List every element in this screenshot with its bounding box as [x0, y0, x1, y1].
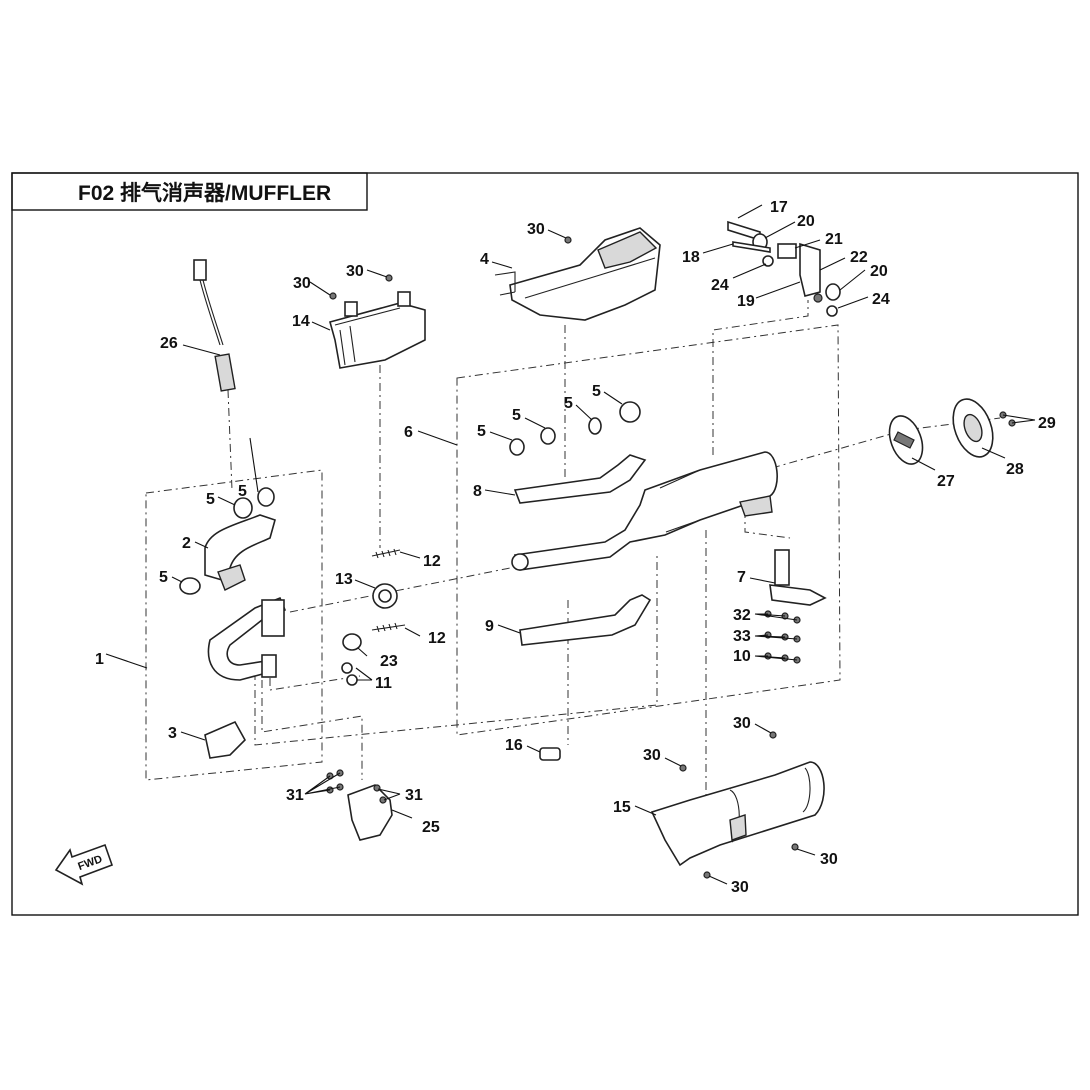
label-part-26: 26 — [160, 335, 178, 352]
label-part-21: 21 — [825, 231, 843, 248]
label-part-5e: 5 — [512, 407, 521, 424]
label-part-30e: 30 — [643, 747, 661, 764]
centerline-mount — [712, 300, 809, 455]
label-part-28: 28 — [1006, 461, 1024, 478]
label-part-5c: 5 — [159, 569, 168, 586]
label-part-6: 6 — [404, 424, 413, 441]
label-part-5f: 5 — [564, 395, 573, 412]
label-part-12b: 12 — [428, 630, 446, 647]
label-part-19: 19 — [737, 293, 755, 310]
group-boundary-headpipe — [145, 469, 323, 781]
centerline-bracket-25 — [261, 662, 363, 780]
label-part-5g: 5 — [592, 383, 601, 400]
part-23-gasket — [342, 633, 362, 651]
label-part-24a: 24 — [711, 277, 729, 294]
label-part-31a: 31 — [286, 787, 304, 804]
label-part-23: 23 — [380, 653, 398, 670]
part-8-pipe-upper — [513, 454, 647, 504]
part-5-clamps-group-b — [509, 401, 641, 456]
part-29-screws — [999, 411, 1016, 427]
part-12-springs — [371, 548, 406, 633]
centerline-sensor — [227, 389, 233, 491]
label-part-7: 7 — [737, 569, 746, 586]
label-part-17: 17 — [770, 199, 788, 216]
label-part-30d: 30 — [733, 715, 751, 732]
label-part-30a: 30 — [293, 275, 311, 292]
label-part-2: 2 — [182, 535, 191, 552]
part-14-heat-shield — [329, 291, 426, 369]
centerline-tailpipe — [744, 510, 791, 539]
part-7-tailpipe — [769, 549, 827, 606]
label-part-1: 1 — [95, 651, 104, 668]
label-part-24b: 24 — [872, 291, 890, 308]
leader-lines — [105, 204, 1036, 885]
label-part-10: 10 — [733, 648, 751, 665]
part-11-nuts — [341, 662, 358, 686]
centerline-nuts-11 — [269, 660, 361, 691]
label-part-20a: 20 — [797, 213, 815, 230]
label-part-12a: 12 — [423, 553, 441, 570]
part-1-head-pipe — [207, 596, 287, 681]
label-part-3: 3 — [168, 725, 177, 742]
label-part-25: 25 — [422, 819, 440, 836]
diagram-border — [11, 172, 1079, 916]
label-part-5a: 5 — [206, 491, 215, 508]
part-4-heat-shield — [494, 227, 661, 321]
part-labels: 1 2 3 4 5 5 5 5 5 5 5 6 7 8 9 10 11 12 1… — [95, 199, 1056, 896]
diagram-title: F02 排气消声器/MUFFLER — [78, 181, 331, 205]
centerline-gasket-13 — [289, 566, 516, 613]
part-27-end-cap — [888, 415, 924, 465]
centerline-bracket-16 — [254, 555, 658, 746]
label-part-30g: 30 — [731, 879, 749, 896]
muffler-body — [511, 451, 778, 571]
part-3-heat-shield-small — [204, 720, 246, 759]
label-part-32: 32 — [733, 607, 751, 624]
title-box — [11, 172, 368, 211]
label-part-30f: 30 — [820, 851, 838, 868]
label-part-8: 8 — [473, 483, 482, 500]
label-part-31b: 31 — [405, 787, 423, 804]
label-part-5d: 5 — [477, 423, 486, 440]
label-part-33: 33 — [733, 628, 751, 645]
part-2-head-pipe — [204, 514, 276, 591]
label-part-22: 22 — [850, 249, 868, 266]
mount-assembly — [727, 220, 841, 317]
part-5-clamp-group-a — [179, 487, 275, 595]
label-part-20b: 20 — [870, 263, 888, 280]
part-30-bolts — [329, 236, 799, 879]
part-9-pipe-lower — [519, 594, 652, 646]
part-25-bracket — [326, 769, 393, 841]
label-part-14: 14 — [292, 313, 310, 330]
part-13-gasket — [372, 583, 398, 609]
label-part-16: 16 — [505, 737, 523, 754]
label-part-29: 29 — [1038, 415, 1056, 432]
label-part-13: 13 — [335, 571, 353, 588]
part-16-bushing — [539, 747, 561, 761]
label-part-4: 4 — [480, 251, 489, 268]
label-part-5b: 5 — [238, 483, 247, 500]
label-part-30b: 30 — [346, 263, 364, 280]
part-28-end-cap — [952, 398, 994, 458]
label-part-11: 11 — [375, 675, 392, 692]
fwd-arrow-icon: FWD — [54, 843, 114, 886]
part-26-oxygen-sensor — [193, 259, 236, 392]
part-15-heat-shield — [650, 761, 825, 867]
group-boundary-muffler — [456, 324, 841, 736]
label-part-9: 9 — [485, 618, 494, 635]
label-part-30c: 30 — [527, 221, 545, 238]
label-part-18: 18 — [682, 249, 700, 266]
label-part-27: 27 — [937, 473, 955, 490]
label-part-15: 15 — [613, 799, 631, 816]
centerline-endcap — [771, 429, 906, 469]
